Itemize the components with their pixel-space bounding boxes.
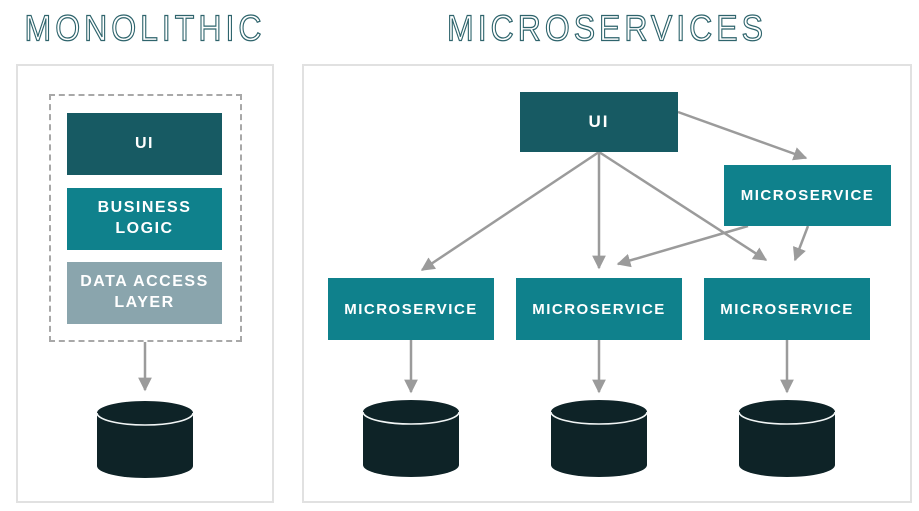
arrow-microservice-top-to-microservice-3 — [792, 225, 810, 262]
arrow-microservice-top-to-microservice-2 — [616, 224, 749, 268]
microservices-ui-node: UI — [520, 92, 678, 152]
microservice-top-node: MICROSERVICE — [724, 165, 891, 226]
database-icon — [362, 400, 460, 477]
microservices-panel: UI MICROSERVICE MICROSERVICE MICROSERVIC… — [302, 64, 912, 503]
monolith-boundary: UI BUSINESS LOGIC DATA ACCESS LAYER — [49, 94, 242, 342]
database-icon — [96, 401, 194, 478]
monolithic-panel: UI BUSINESS LOGIC DATA ACCESS LAYER — [16, 64, 274, 503]
monolithic-title: MONOLITHIC — [24, 7, 266, 49]
microservice-2-node: MICROSERVICE — [516, 278, 682, 340]
monolith-data-access-layer: DATA ACCESS LAYER — [67, 262, 222, 324]
monolith-ui-layer: UI — [67, 113, 222, 175]
microservice-3-node: MICROSERVICE — [704, 278, 870, 340]
microservice-1-node: MICROSERVICE — [328, 278, 494, 340]
arrow-ui-to-microservice-top — [677, 110, 808, 161]
microservices-title: MICROSERVICES — [446, 7, 767, 49]
monolith-business-logic-layer: BUSINESS LOGIC — [67, 188, 222, 250]
database-icon — [738, 400, 836, 477]
database-icon — [550, 400, 648, 477]
arrow-ui-to-microservice-1 — [420, 150, 600, 272]
